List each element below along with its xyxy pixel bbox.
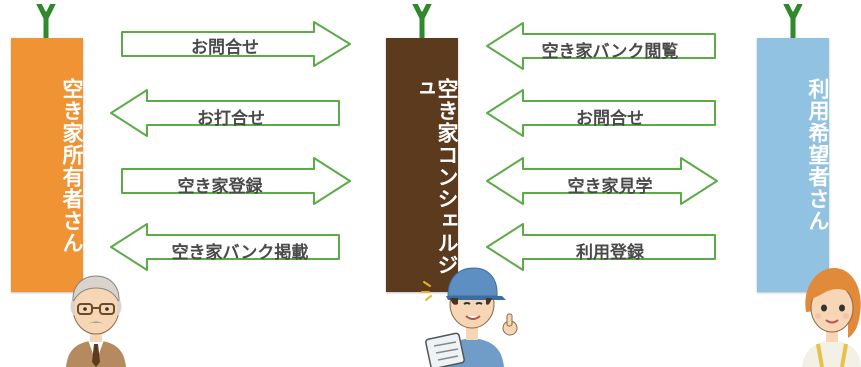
right-flow-4-label: 利用登録: [576, 243, 644, 263]
left-flow-2-label: お打合せ: [197, 109, 265, 129]
left-flow-1-arrow: [121, 21, 351, 67]
right-flow-1-arrow: [486, 22, 716, 70]
right-flow-2-arrow: [486, 89, 716, 137]
owner-sprout-icon: [36, 4, 56, 40]
concierge-post: 空き家コンシェルジュ: [386, 38, 459, 292]
left-flow-3-arrow: [121, 157, 351, 205]
user-sprout-icon: [783, 4, 803, 40]
right-flow-3-arrow: [486, 157, 718, 205]
right-flow-2-label: お問合せ: [576, 109, 644, 129]
left-flow-2-arrow: [110, 89, 340, 137]
left-flow-4-label: 空き家バンク掲載: [171, 243, 309, 263]
right-flow-3-label: 空き家見学: [567, 177, 653, 197]
left-flow-3-label: 空き家登録: [177, 177, 263, 197]
owner-label: 空き家所有者さん: [60, 78, 84, 254]
user-avatar: [802, 268, 861, 367]
user-post: 利用希望者さん: [757, 38, 830, 292]
owner-post: 空き家所有者さん: [11, 38, 84, 292]
concierge-sprout-icon: [412, 4, 432, 40]
concierge-label: 空き家コンシェルジュ: [412, 78, 459, 276]
right-flow-1-label: 空き家バンク閲覧: [541, 42, 679, 62]
concierge-avatar: [421, 267, 518, 367]
left-flow-4-arrow: [110, 223, 340, 271]
right-flow-4-arrow: [486, 223, 716, 271]
left-flow-1-label: お問合せ: [191, 38, 259, 58]
user-label: 利用希望者さん: [806, 78, 830, 232]
owner-avatar: [66, 275, 126, 367]
